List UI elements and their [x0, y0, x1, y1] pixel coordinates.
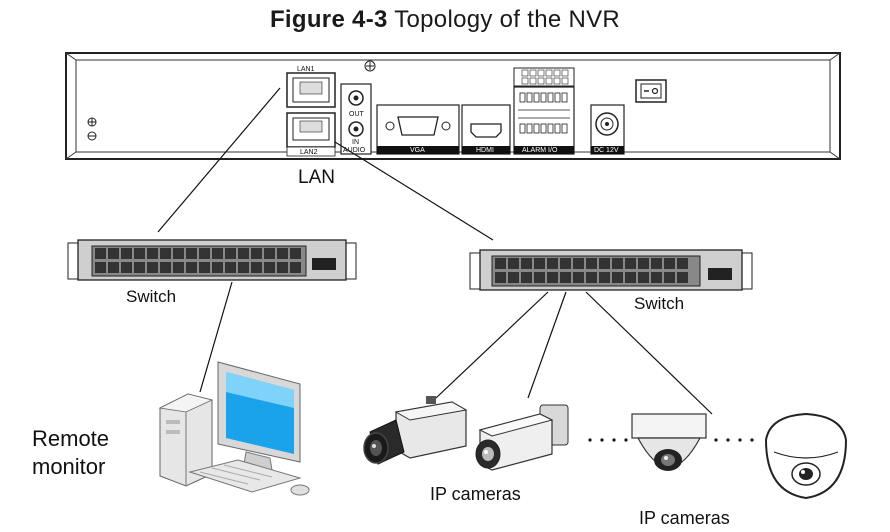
audio-label: AUDIO [343, 147, 366, 154]
lan1-label: LAN1 [297, 66, 315, 73]
ip-camera-bullet-icon [475, 404, 569, 471]
alarm-io-label: ALARM I/O [522, 147, 558, 154]
ip-camera-dome-icon [631, 413, 707, 471]
lan-label: LAN [298, 167, 335, 188]
switch-left-label: Switch [126, 287, 177, 306]
ip-cameras-label-2: IP cameras [639, 508, 730, 528]
ip-camera-box-icon [363, 396, 468, 465]
figure-number: Figure 4-3 [269, 6, 388, 33]
ip-camera-dome-icon-2 [764, 412, 848, 500]
power-switch-icon [635, 79, 667, 103]
link-switch-camera3 [585, 291, 713, 415]
lan2-label: LAN2 [300, 149, 318, 156]
ground-screw-icon [87, 117, 97, 141]
camera-ellipsis-dots [588, 438, 754, 442]
hdmi-port: HDMI [461, 104, 511, 155]
audio-out-label: OUT [349, 111, 365, 118]
remote-monitor-label: Remote monitor [32, 425, 109, 481]
audio-ports: OUT IN AUDIO [340, 83, 372, 155]
figure-title: Figure 4-3 Topology of the NVR [0, 6, 890, 34]
switch-left-device [67, 239, 357, 281]
hdmi-label: HDMI [476, 147, 494, 154]
remote-monitor-line1: Remote [32, 426, 110, 451]
link-switch-monitor [199, 281, 233, 393]
remote-monitor-line2: monitor [32, 454, 106, 479]
link-switch-camera1 [435, 291, 549, 399]
ip-cameras-label-1: IP cameras [430, 484, 521, 504]
audio-in-label: IN [352, 139, 359, 146]
alarm-io-block: ALARM I/O [513, 67, 575, 155]
vga-port: VGA [376, 104, 460, 155]
remote-monitor-computer-icon [158, 361, 310, 496]
link-lan2-switch-right [334, 141, 494, 241]
connection-lines [157, 87, 713, 415]
link-switch-camera2 [527, 291, 567, 399]
lan1-port: LAN1 [286, 66, 336, 108]
top-screw-icon [364, 60, 376, 72]
switch-right-label: Switch [634, 294, 685, 313]
switch-right-device [469, 249, 753, 291]
link-lan1-switch-left [157, 87, 281, 233]
figure-caption: Topology of the NVR [394, 6, 621, 33]
vga-label: VGA [410, 147, 425, 154]
lan2-port: LAN2 [286, 112, 336, 157]
nvr-device: LAN1 LAN2 OUT IN AUDIO [65, 52, 841, 160]
dc-label: DC 12V [594, 147, 619, 154]
dc-power-port: DC 12V [590, 104, 625, 155]
